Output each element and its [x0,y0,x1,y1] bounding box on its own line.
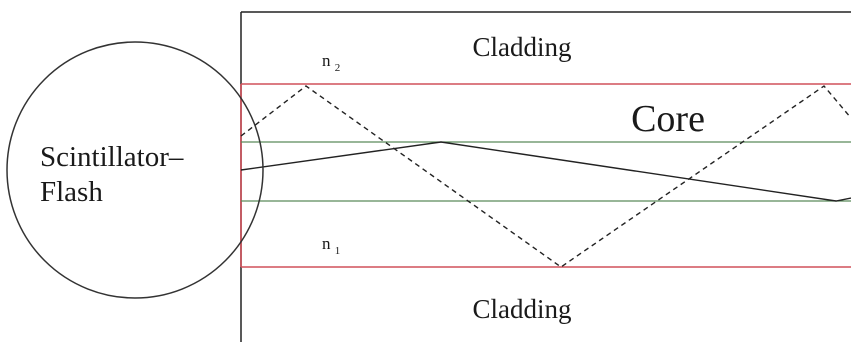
solid-ray [240,141,851,202]
cladding-top-label: Cladding [473,32,572,62]
cladding-bottom-label: Cladding [473,294,572,324]
n2-subscript: 2 [335,62,341,74]
n2-base: n [322,51,331,70]
source-label-line1: Scintillator– [40,141,184,173]
core-label: Core [631,98,705,140]
n2-label: n 2 [322,51,340,74]
source-label-line2: Flash [40,176,103,208]
dashed-ray [240,85,851,268]
n1-base: n [322,234,331,253]
n1-label: n 1 [322,234,340,257]
scintillator-flash-circle [6,41,264,299]
n1-subscript: 1 [335,245,341,257]
